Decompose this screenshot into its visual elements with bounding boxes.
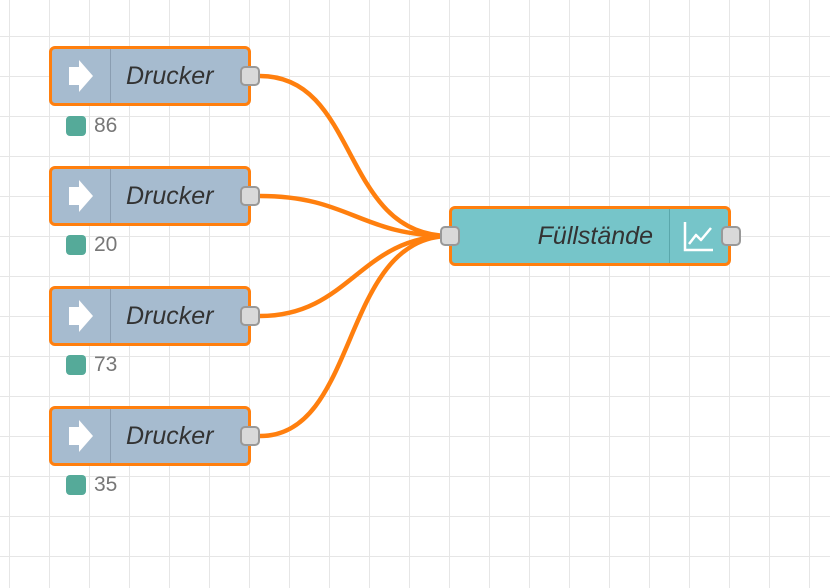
node-label: Drucker [126, 421, 214, 450]
node-status: 20 [66, 233, 117, 257]
chart-node[interactable]: Füllstände [449, 206, 731, 266]
inject-node-3[interactable]: Drucker [49, 286, 251, 346]
status-text: 35 [94, 473, 118, 496]
node-label: Drucker [126, 61, 214, 90]
status-text: 20 [94, 233, 118, 256]
wire-1[interactable] [259, 73, 451, 239]
output-port[interactable] [240, 306, 260, 326]
node-status: 35 [66, 473, 117, 497]
output-port[interactable] [240, 66, 260, 86]
output-port[interactable] [240, 426, 260, 446]
inject-button[interactable] [52, 169, 111, 223]
arrow-right-icon [69, 300, 93, 332]
node-label: Drucker [126, 181, 214, 210]
line-chart-icon [683, 222, 713, 252]
arrow-right-icon [69, 60, 93, 92]
node-label: Drucker [126, 301, 214, 330]
wire-3[interactable] [259, 233, 451, 319]
status-text: 86 [94, 114, 118, 137]
inject-button[interactable] [52, 49, 111, 103]
inject-button[interactable] [52, 409, 111, 463]
status-dot-icon [66, 116, 86, 136]
arrow-right-icon [69, 420, 93, 452]
node-status: 73 [66, 353, 117, 377]
status-dot-icon [66, 235, 86, 255]
input-port[interactable] [440, 226, 460, 246]
node-label: Füllstände [537, 221, 653, 250]
output-port[interactable] [240, 186, 260, 206]
inject-button[interactable] [52, 289, 111, 343]
node-status: 86 [66, 114, 117, 138]
output-port[interactable] [721, 226, 741, 246]
wire-2[interactable] [259, 193, 451, 239]
arrow-right-icon [69, 180, 93, 212]
inject-node-4[interactable]: Drucker [49, 406, 251, 466]
status-dot-icon [66, 355, 86, 375]
status-dot-icon [66, 475, 86, 495]
status-text: 73 [94, 353, 118, 376]
inject-node-2[interactable]: Drucker [49, 166, 251, 226]
inject-node-1[interactable]: Drucker [49, 46, 251, 106]
wire-4[interactable] [259, 233, 451, 439]
chart-icon-box [669, 209, 728, 263]
